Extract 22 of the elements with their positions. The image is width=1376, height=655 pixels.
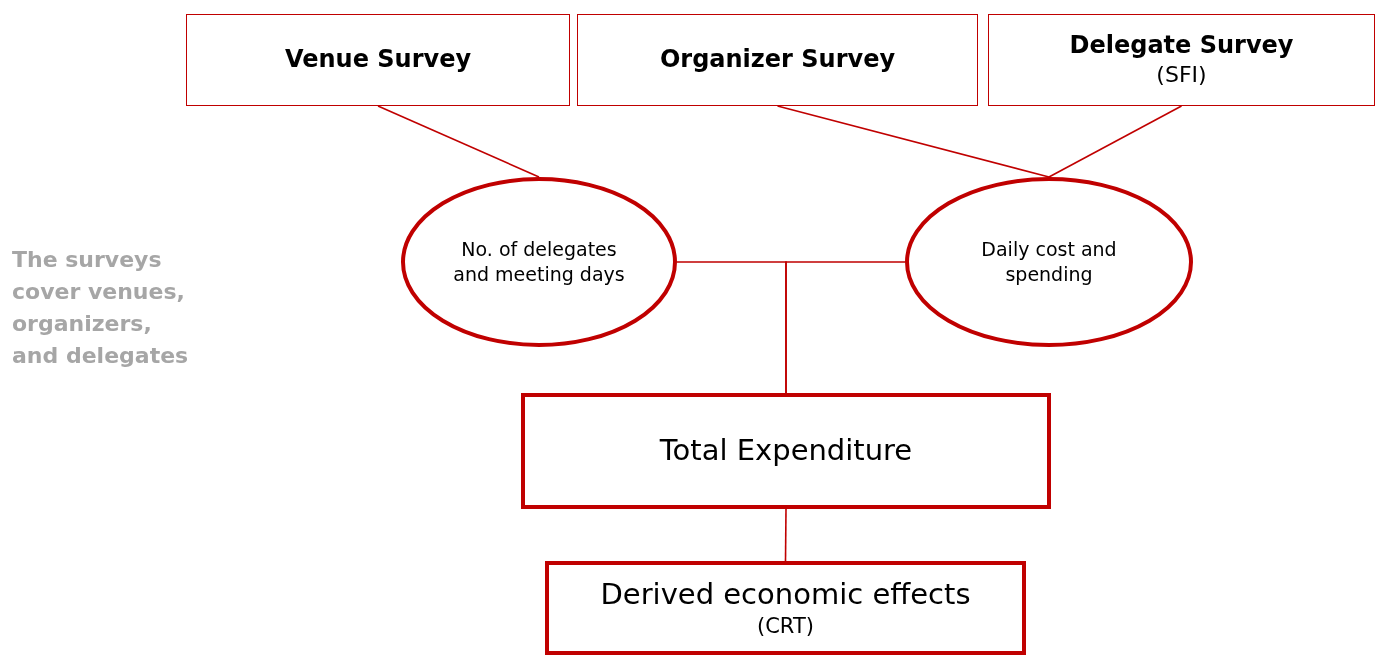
- connector-line: [784, 508, 787, 562]
- connector-line: [377, 105, 540, 178]
- node-text: No. of delegates and meeting days: [452, 237, 626, 287]
- node-subtitle: (CRT): [757, 613, 814, 641]
- ellipse-node: [905, 177, 1193, 347]
- process-box: [545, 561, 1026, 655]
- node-text: Daily cost and spending: [980, 237, 1118, 287]
- process-box: [186, 14, 570, 106]
- connector-line: [785, 261, 906, 394]
- process-box: [521, 393, 1051, 509]
- node-title: Organizer Survey: [659, 44, 896, 76]
- node-subtitle: (SFI): [1156, 61, 1207, 90]
- node-title: Delegate Survey: [1069, 30, 1294, 62]
- process-box: [988, 14, 1375, 106]
- process-box: [577, 14, 978, 106]
- side-note: The surveys cover venues, organizers, and delegates: [12, 246, 190, 370]
- node-title: Derived economic effects: [600, 575, 971, 613]
- ellipse-node: [401, 177, 677, 347]
- connector-line: [776, 105, 1050, 178]
- connector-line: [1048, 105, 1183, 178]
- node-title: Total Expenditure: [659, 432, 913, 470]
- node-title: Venue Survey: [284, 44, 472, 76]
